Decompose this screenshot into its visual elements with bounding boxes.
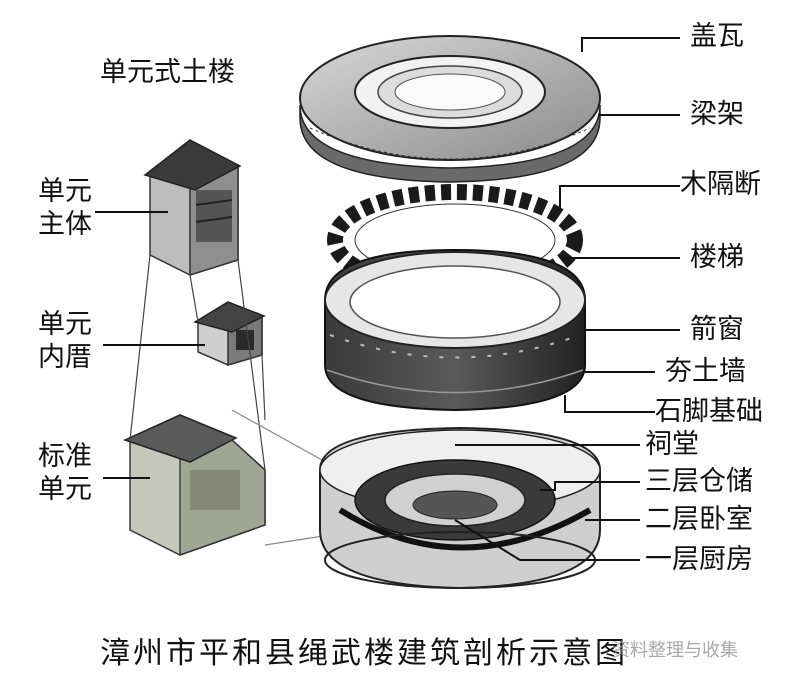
diagram-caption: 漳州市平和县绳武楼建筑剖析示意图 bbox=[100, 636, 628, 671]
beam-frame-layer bbox=[299, 104, 601, 183]
label-unit-main-body: 单元 主体 bbox=[38, 176, 92, 240]
label-rammed-earth-wall: 夯土墙 bbox=[665, 356, 746, 387]
interior-floors-layer bbox=[319, 426, 601, 590]
label-ancestral-hall: 祠堂 bbox=[645, 429, 699, 460]
label-unit-inner-house: 单元 内厝 bbox=[38, 309, 92, 373]
unit-main-body bbox=[143, 139, 242, 277]
unit-inner-house bbox=[193, 301, 266, 367]
label-staircase: 楼梯 bbox=[690, 242, 744, 273]
label-beam-frame: 梁架 bbox=[690, 99, 744, 130]
standard-unit bbox=[122, 414, 266, 557]
label-stone-foundation: 石脚基础 bbox=[655, 396, 763, 427]
label-roof-tiles: 盖瓦 bbox=[690, 21, 744, 52]
label-second-floor-bedroom: 二层卧室 bbox=[645, 504, 753, 535]
label-third-floor-storage: 三层仓储 bbox=[645, 466, 753, 497]
label-wooden-partition: 木隔断 bbox=[680, 169, 761, 200]
watermark-text: 资料整理与收集 bbox=[612, 640, 738, 661]
leader-lines bbox=[95, 37, 680, 561]
label-first-floor-kitchen: 一层厨房 bbox=[645, 544, 753, 575]
label-arrow-window: 箭窗 bbox=[690, 314, 744, 345]
diagram-title: 单元式土楼 bbox=[100, 57, 235, 88]
roof-tiles-layer bbox=[299, 35, 601, 161]
earth-wall-layer bbox=[324, 248, 586, 412]
label-standard-unit: 标准 单元 bbox=[38, 441, 92, 505]
